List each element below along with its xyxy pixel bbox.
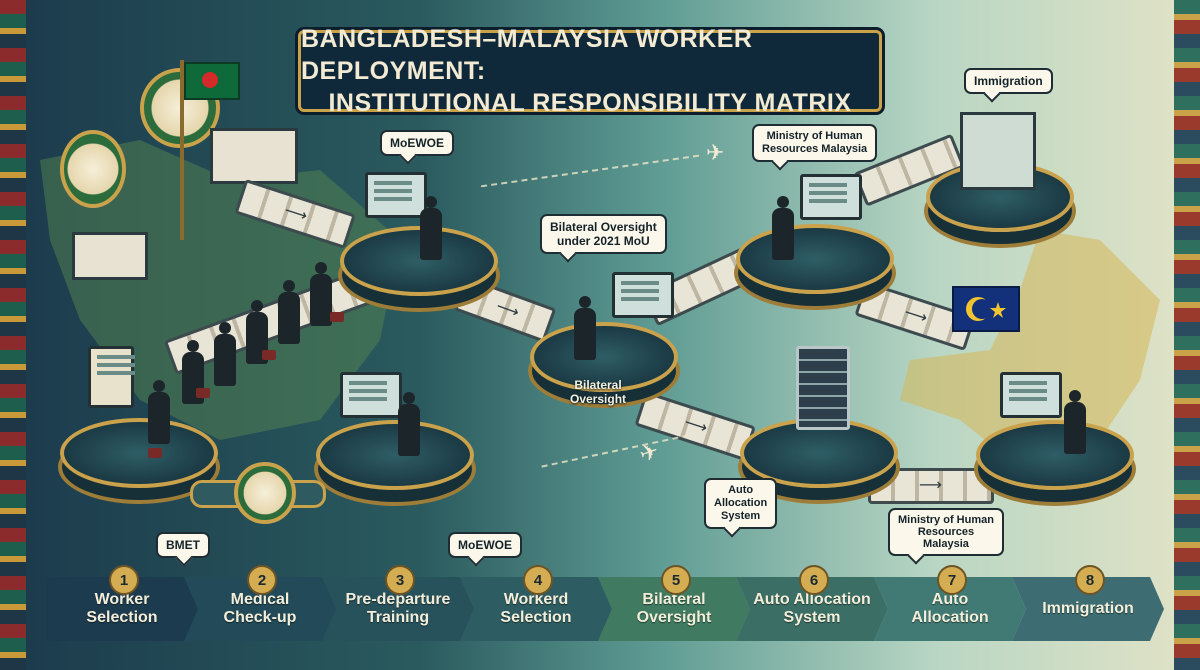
bangladesh-emblem-icon: [60, 130, 126, 208]
bilateral-oversight-platform: [530, 322, 678, 392]
step-4: Workerd Selection: [460, 577, 612, 641]
step-number-badge: 3: [385, 565, 415, 595]
arrow-right-icon: ⟶: [493, 297, 522, 322]
step-number-badge: 8: [1075, 565, 1105, 595]
callout-bmet: BMET: [156, 532, 210, 558]
left-decorative-border: [0, 0, 26, 670]
malaysia-flag-icon: [952, 286, 1020, 332]
title-box: BANGLADESH–MALAYSIA WORKER DEPLOYMENT: I…: [298, 25, 882, 117]
flight-path: [541, 434, 689, 468]
conveyor-belt: ⟶: [868, 468, 994, 504]
worker-icon: [146, 380, 172, 444]
step-number-badge: 1: [109, 565, 139, 595]
monitor-icon: [612, 272, 674, 318]
step-label: Pre-departure Training: [345, 591, 451, 626]
worker-icon: [212, 322, 238, 386]
bangladesh-flag-icon: [184, 62, 240, 100]
mohr-platform: [736, 224, 894, 294]
step-number-badge: 2: [247, 565, 277, 595]
callout-bilateral-oversight-mou: Bilateral Oversight under 2021 MoU: [540, 214, 667, 254]
airplane-icon: ✈: [706, 140, 725, 165]
monitor-icon: [340, 372, 402, 418]
flight-path: [480, 154, 700, 188]
suitcase-icon: [262, 350, 276, 360]
step-number-badge: 7: [937, 565, 967, 595]
training-platform: [316, 420, 474, 490]
right-decorative-border: [1174, 0, 1200, 670]
arrow-right-icon: ⟶: [919, 477, 942, 494]
step-number-badge: 5: [661, 565, 691, 595]
step-number-badge: 6: [799, 565, 829, 595]
ministry-officer-icon: [770, 196, 796, 260]
callout-mohr-top: Ministry of Human Resources Malaysia: [752, 124, 878, 162]
step-label: Immigration: [1042, 600, 1134, 617]
step-number-badge: 4: [523, 565, 553, 595]
monitor-icon: [1000, 372, 1062, 418]
suitcase-icon: [196, 388, 210, 398]
title-line-1: BANGLADESH–MALAYSIA WORKER DEPLOYMENT:: [301, 25, 753, 85]
step-8: Immigration: [1012, 577, 1164, 641]
arrow-right-icon: ⟶: [902, 303, 930, 328]
arrow-right-icon: ⟶: [282, 201, 310, 226]
worker-icon: [308, 262, 334, 326]
skyscraper-icon: [960, 112, 1036, 190]
bmet-platform: [60, 418, 218, 488]
callout-moewoe-bottom: MoEWOE: [448, 532, 522, 558]
moewoe-platform: [340, 226, 498, 296]
allocation-officer-icon: [1062, 390, 1088, 454]
officer-icon: [418, 196, 444, 260]
label-bilateral-oversight: Bilateral Oversight: [570, 378, 627, 406]
oversight-officer-icon: [572, 296, 598, 360]
label-auto-allocation-system: Auto Allocation System: [704, 478, 778, 529]
monitor-icon: [800, 174, 862, 220]
trainer-icon: [396, 392, 422, 456]
step-label: Worker Selection: [86, 591, 158, 626]
step-label: Bilateral Oversight: [636, 591, 712, 626]
bangladesh-seal-icon: [234, 462, 296, 524]
monitor-icon: [365, 172, 427, 218]
suitcase-icon: [330, 312, 344, 322]
flag-pole: [180, 60, 184, 240]
step-label: Auto Allocation System: [753, 591, 871, 626]
building-icon: [72, 232, 148, 280]
id-card-icon: [88, 346, 135, 408]
allocation-terminal-platform: [976, 420, 1134, 490]
callout-moewoe-top: MoEWOE: [380, 130, 454, 156]
building-icon: [210, 128, 298, 184]
server-icon: [796, 346, 850, 430]
title-line-2: INSTITUTIONAL RESPONSIBILITY MATRIX: [328, 89, 852, 117]
worker-icon: [276, 280, 302, 344]
callout-mohr-bottom: Ministry of Human Resources Malaysia: [888, 508, 1004, 556]
step-label: Medical Check-up: [223, 591, 297, 626]
callout-immigration: Immigration: [964, 68, 1053, 94]
step-label: Workerd Selection: [500, 591, 572, 626]
step-label: Auto Allocation: [911, 591, 989, 626]
suitcase-icon: [148, 448, 162, 458]
